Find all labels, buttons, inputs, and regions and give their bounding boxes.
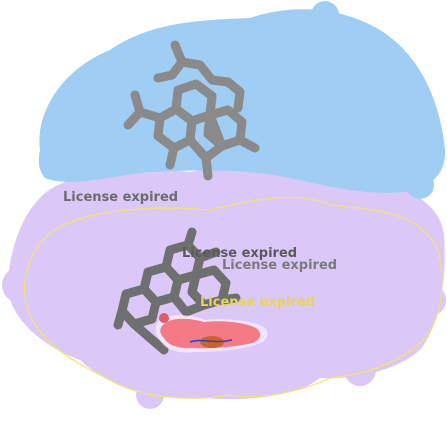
- label-top: License expired: [63, 190, 178, 205]
- label-mid-a: License expired: [182, 246, 297, 261]
- label-mid-c: License expired: [200, 295, 315, 310]
- ligand-middle: [113, 227, 241, 355]
- ligand-top: [123, 40, 260, 181]
- label-mid-b: License expired: [222, 258, 337, 273]
- surface-outline: [24, 196, 443, 399]
- binding-blob: [155, 313, 268, 353]
